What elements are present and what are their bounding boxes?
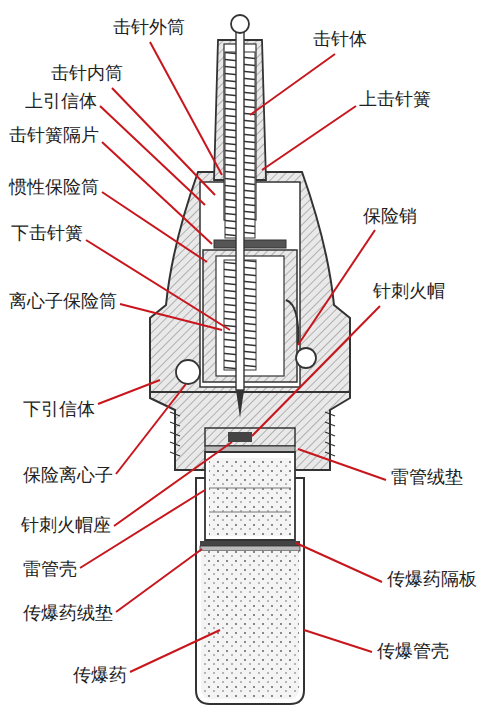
- part-label: 上击针簧: [358, 88, 432, 110]
- part-label: 保险销: [362, 205, 418, 227]
- part-label: 击针体: [312, 28, 368, 50]
- part-label: 传爆药隔板: [386, 568, 478, 590]
- part-label: 传爆药: [72, 664, 128, 686]
- part-label: 雷管壳: [22, 558, 78, 580]
- part-label: 传爆药绒垫: [22, 602, 114, 624]
- part-label: 针刺火帽: [372, 280, 446, 302]
- part-label: 针刺火帽座: [20, 514, 112, 536]
- part-label: 雷管绒垫: [390, 466, 464, 488]
- part-label: 保险离心子: [22, 464, 114, 486]
- part-label: 击针内筒: [50, 62, 124, 84]
- part-label: 上引信体: [24, 90, 98, 112]
- part-label: 击针外筒: [112, 16, 186, 38]
- leader-lines: [80, 42, 386, 672]
- part-label: 惯性保险筒: [8, 176, 100, 198]
- part-label: 下引信体: [22, 398, 96, 420]
- part-label: 击针簧隔片: [8, 124, 100, 146]
- part-label: 下击针簧: [10, 222, 84, 244]
- part-label: 离心子保险筒: [8, 290, 118, 312]
- part-label: 传爆管壳: [376, 640, 450, 662]
